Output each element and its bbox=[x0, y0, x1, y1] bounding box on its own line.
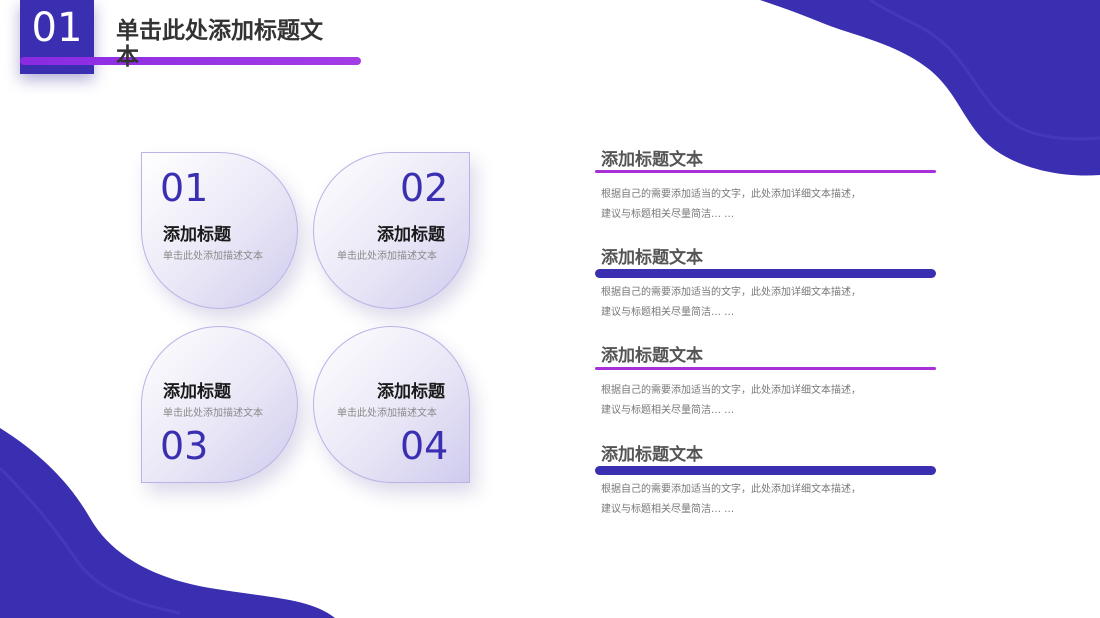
item-desc-4[interactable]: 根据自己的需要添加适当的文字，此处添加详细文本描述， 建议与标题相关尽量简洁… … bbox=[601, 480, 901, 520]
item-divider-4 bbox=[595, 466, 936, 475]
item-title-3[interactable]: 添加标题文本 bbox=[601, 346, 703, 366]
item-title-4[interactable]: 添加标题文本 bbox=[601, 445, 703, 465]
quadrant-desc-2[interactable]: 单击此处添加描述文本 bbox=[337, 251, 437, 262]
quadrant-number-3: 03 bbox=[160, 424, 209, 468]
item-desc-3[interactable]: 根据自己的需要添加适当的文字，此处添加详细文本描述， 建议与标题相关尽量简洁… … bbox=[601, 381, 901, 421]
item-desc-4-line-1: 根据自己的需要添加适当的文字，此处添加详细文本描述， bbox=[601, 484, 861, 495]
item-title-2[interactable]: 添加标题文本 bbox=[601, 248, 703, 268]
item-desc-2[interactable]: 根据自己的需要添加适当的文字，此处添加详细文本描述， 建议与标题相关尽量简洁… … bbox=[601, 283, 901, 323]
item-desc-2-line-2: 建议与标题相关尽量简洁… … bbox=[601, 307, 735, 318]
quadrant-title-4[interactable]: 添加标题 bbox=[377, 382, 445, 402]
item-desc-1-line-1: 根据自己的需要添加适当的文字，此处添加详细文本描述， bbox=[601, 189, 861, 200]
quadrant-title-1[interactable]: 添加标题 bbox=[163, 225, 231, 245]
quadrant-shape-2[interactable] bbox=[313, 152, 470, 309]
quadrant-desc-4[interactable]: 单击此处添加描述文本 bbox=[337, 408, 437, 419]
quadrant-desc-1[interactable]: 单击此处添加描述文本 bbox=[163, 251, 263, 262]
quadrant-shape-4[interactable] bbox=[313, 326, 470, 483]
quadrant-title-3[interactable]: 添加标题 bbox=[163, 382, 231, 402]
header-underline bbox=[20, 57, 361, 65]
item-divider-2 bbox=[595, 269, 936, 278]
page-title[interactable]: 单击此处添加标题文本 bbox=[116, 18, 323, 70]
quadrant-number-4: 04 bbox=[400, 424, 449, 468]
item-desc-1-line-2: 建议与标题相关尽量简洁… … bbox=[601, 209, 735, 220]
quadrant-number-2: 02 bbox=[400, 166, 449, 210]
item-desc-3-line-1: 根据自己的需要添加适当的文字，此处添加详细文本描述， bbox=[601, 385, 861, 396]
item-desc-4-line-2: 建议与标题相关尽量简洁… … bbox=[601, 504, 735, 515]
item-desc-1[interactable]: 根据自己的需要添加适当的文字，此处添加详细文本描述， 建议与标题相关尽量简洁… … bbox=[601, 185, 901, 225]
quadrant-title-2[interactable]: 添加标题 bbox=[377, 225, 445, 245]
quadrant-number-1: 01 bbox=[160, 166, 209, 210]
item-divider-3 bbox=[595, 367, 936, 370]
item-desc-2-line-1: 根据自己的需要添加适当的文字，此处添加详细文本描述， bbox=[601, 287, 861, 298]
item-title-1[interactable]: 添加标题文本 bbox=[601, 150, 703, 170]
decorative-wave-bottom-left bbox=[0, 428, 335, 618]
decorative-wave-top-right bbox=[760, 0, 1100, 176]
quadrant-shape-3[interactable] bbox=[141, 326, 298, 483]
quadrant-shape-1[interactable] bbox=[141, 152, 298, 309]
item-desc-3-line-2: 建议与标题相关尽量简洁… … bbox=[601, 405, 735, 416]
quadrant-desc-3[interactable]: 单击此处添加描述文本 bbox=[163, 408, 263, 419]
item-divider-1 bbox=[595, 170, 936, 173]
